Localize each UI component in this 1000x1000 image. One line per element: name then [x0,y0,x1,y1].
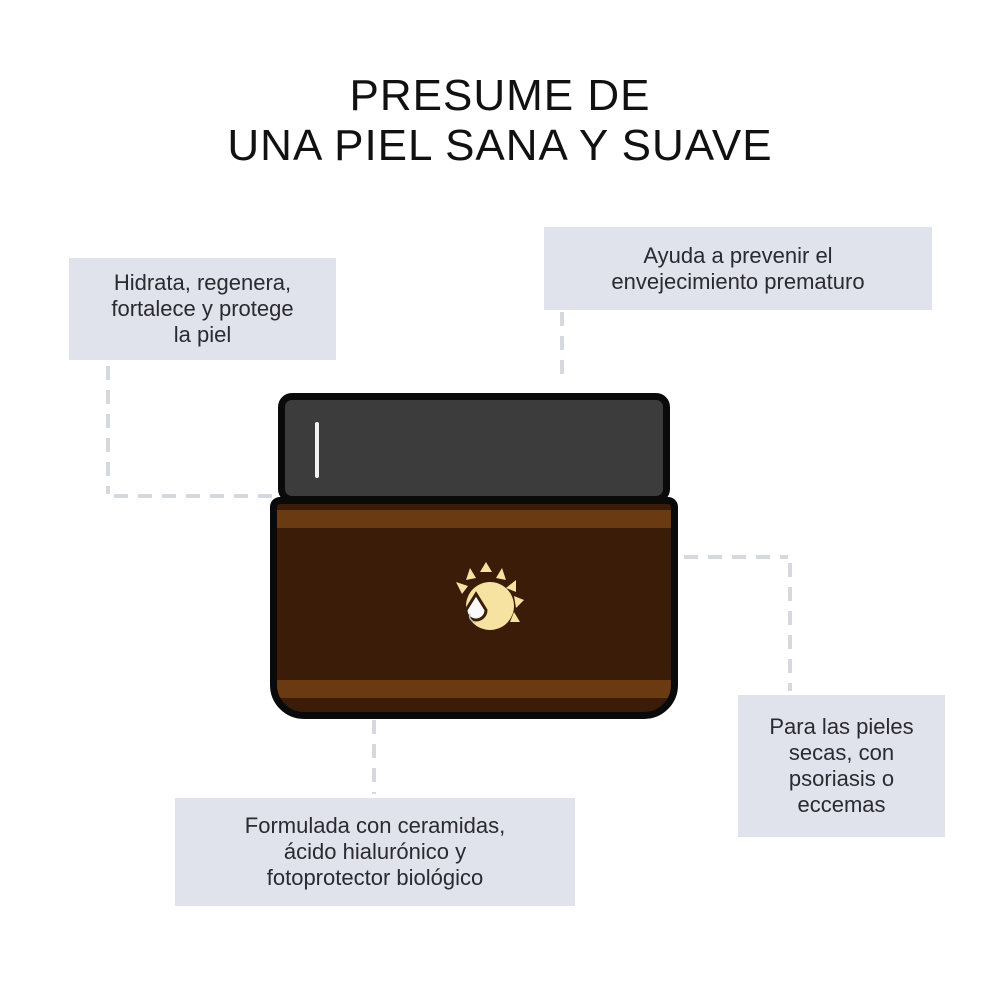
jar-body [270,497,678,719]
connector-bottom-right-vertical [788,563,792,691]
callout-dry-skin-text: Para las pieles secas, con psoriasis o e… [769,714,914,817]
jar-lid [278,393,670,503]
jar-band-bottom [277,680,671,698]
callout-anti-aging: Ayuda a prevenir el envejecimiento prema… [544,227,932,310]
headline-line-1: PRESUME DE [349,71,651,120]
callout-hydrate: Hidrata, regenera, fortalece y protege l… [69,258,336,360]
callout-dry-skin: Para las pieles secas, con psoriasis o e… [738,695,945,837]
connector-top-left-vertical [106,366,110,494]
lid-highlight [315,422,319,478]
connector-bottom-right-horizontal [684,555,788,559]
callout-formula-text: Formulada con ceramidas, ácido hialuróni… [244,813,506,890]
callout-hydrate-text: Hidrata, regenera, fortalece y protege l… [111,270,294,347]
callout-anti-aging-text: Ayuda a prevenir el envejecimiento prema… [611,242,865,294]
sun-with-drop-icon [456,562,524,630]
jar-band-top [277,510,671,528]
callout-formula: Formulada con ceramidas, ácido hialuróni… [175,798,575,906]
connector-top-right-vertical [560,312,564,384]
connector-top-left-horizontal [114,494,274,498]
connector-bottom-center-vertical [372,720,376,794]
headline-line-2: UNA PIEL SANA Y SUAVE [227,121,773,170]
